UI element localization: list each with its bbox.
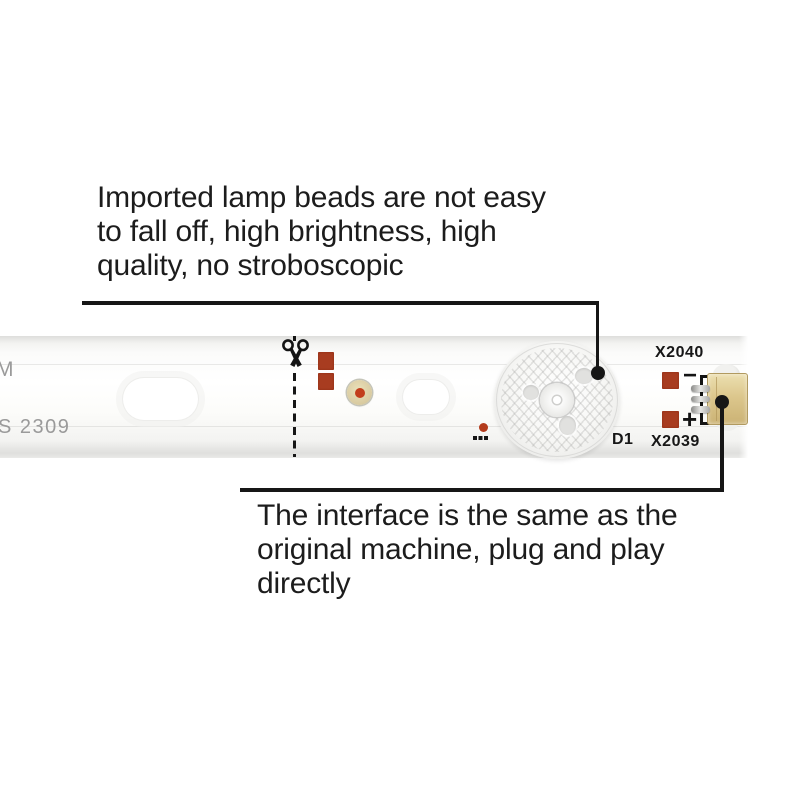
connector-label-bottom: X2039 — [651, 433, 700, 450]
connector-pin — [691, 395, 710, 402]
connector-pin — [691, 406, 710, 413]
strip-edge-marking: M — [0, 358, 14, 381]
polarity-dot-marking — [479, 423, 488, 432]
cut-line-dash — [293, 336, 296, 341]
cut-line-dashed — [293, 373, 296, 457]
top-callout-line-vertical — [595, 301, 599, 374]
lens-hole — [575, 368, 593, 384]
lens-rim — [496, 343, 618, 457]
strip-reflection-line — [0, 364, 748, 365]
bottom-note-line-2: original machine, plug and play — [257, 533, 665, 566]
solder-pad-minus — [662, 372, 679, 389]
bottom-callout-line-vertical — [720, 402, 724, 490]
top-note-line-2: to fall off, high brightness, high — [97, 215, 497, 248]
locating-washer — [347, 380, 372, 405]
top-callout-dot — [591, 366, 605, 380]
bottom-callout-dot — [715, 395, 729, 409]
lens-center-dot — [553, 396, 561, 404]
solder-pad-plus — [662, 411, 679, 428]
strip-batch-marking: S 2309 — [0, 416, 71, 438]
top-note-line-3: quality, no stroboscopic — [97, 249, 404, 282]
bottom-note-line-1: The interface is the same as the — [257, 499, 678, 532]
top-note: Imported lamp beads are not easy to fall… — [97, 181, 546, 283]
washer-center-dot — [354, 387, 365, 398]
top-note-line-1: Imported lamp beads are not easy — [97, 181, 546, 214]
solder-pad-square — [318, 352, 334, 370]
strip-reflection-line — [0, 426, 748, 427]
lens-hole — [559, 416, 576, 435]
bottom-note-line-3: directly — [257, 567, 351, 600]
led-strip-photo: M S 2309 D1 — [0, 336, 748, 459]
minus-marking: − — [683, 362, 698, 389]
plus-marking: + — [682, 404, 698, 434]
scissors-icon — [282, 339, 309, 367]
top-callout-line-horizontal — [82, 301, 599, 305]
bottom-note: The interface is the same as the origina… — [257, 499, 678, 601]
bottom-callout-line-horizontal — [240, 488, 724, 492]
lens-center — [540, 383, 574, 417]
mounting-hole-right — [403, 380, 449, 414]
mounting-hole-left — [123, 378, 198, 420]
polarity-dash-marking — [473, 436, 489, 440]
led-designator-label: D1 — [612, 431, 634, 448]
led-lens — [494, 341, 620, 459]
lens-hole — [523, 385, 539, 400]
connector-pin — [691, 385, 710, 392]
solder-pad-square — [318, 373, 334, 390]
connector-label-top: X2040 — [655, 344, 704, 361]
